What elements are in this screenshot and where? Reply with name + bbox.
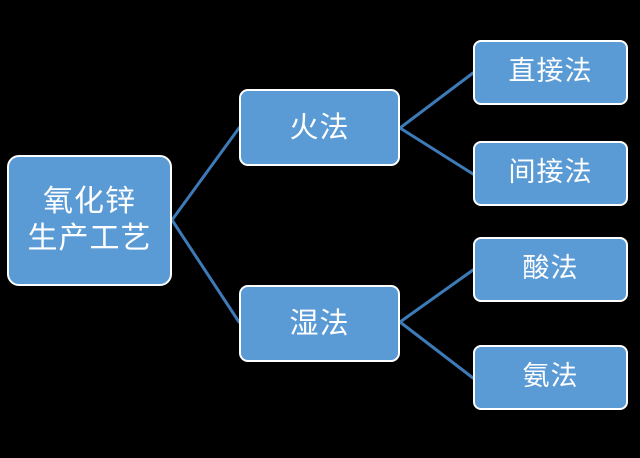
- node-pyrometallurgy[interactable]: 火法: [239, 89, 400, 166]
- node-direct-method[interactable]: 直接法: [473, 40, 628, 105]
- edge-root-to-fire: [170, 126, 241, 222]
- node-root-label-line1: 氧化锌: [43, 183, 136, 219]
- node-acid-method-label: 酸法: [522, 253, 579, 285]
- node-acid-method[interactable]: 酸法: [473, 237, 628, 302]
- node-ammonia-method[interactable]: 氨法: [473, 345, 628, 410]
- edge-wet-to-ammonia: [398, 320, 475, 380]
- node-hydrometallurgy-label: 湿法: [289, 305, 350, 340]
- edge-root-to-wet: [170, 218, 241, 324]
- node-hydrometallurgy[interactable]: 湿法: [239, 285, 400, 362]
- edge-fire-to-indirect: [398, 126, 475, 176]
- node-ammonia-method-label: 氨法: [522, 361, 579, 393]
- edge-fire-to-direct: [398, 71, 475, 130]
- node-root[interactable]: 氧化锌 生产工艺: [7, 155, 172, 286]
- node-indirect-method-label: 间接法: [508, 157, 593, 189]
- edge-wet-to-acid: [398, 268, 475, 324]
- node-pyrometallurgy-label: 火法: [289, 109, 350, 144]
- node-root-label-line2: 生产工艺: [27, 220, 152, 256]
- node-direct-method-label: 直接法: [508, 56, 593, 88]
- node-indirect-method[interactable]: 间接法: [473, 141, 628, 206]
